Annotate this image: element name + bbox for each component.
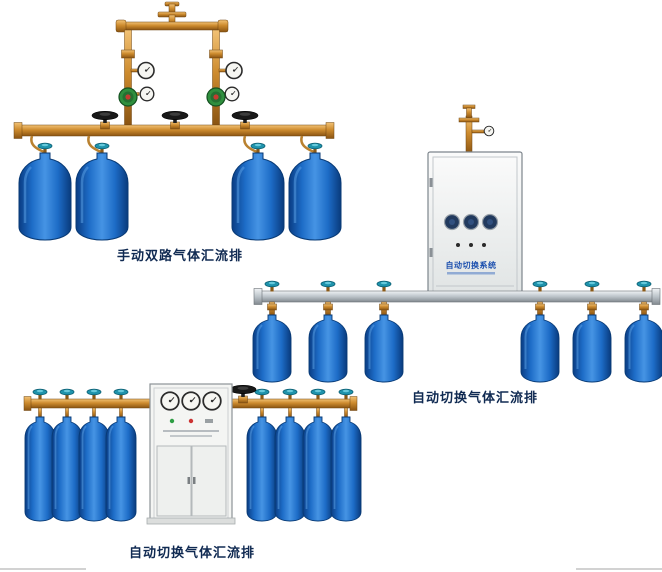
pipe-end-cap	[651, 288, 661, 305]
hinge	[429, 178, 433, 187]
gas-cylinder	[17, 151, 73, 242]
union-nut	[121, 49, 135, 59]
figure-manual-dual-manifold	[13, 1, 343, 242]
door-handle	[187, 477, 190, 484]
cabinet-base	[146, 517, 236, 525]
elbow-fitting	[115, 19, 127, 33]
pigtail-tubes	[30, 135, 315, 154]
header-pipe	[119, 21, 225, 31]
control-cabinet: 自动切换系统	[427, 151, 523, 299]
pipe-end-cap	[13, 122, 23, 139]
cylinder-valve-icon	[636, 280, 652, 292]
table-edge-fragment-right	[576, 568, 662, 570]
riser-pipe	[212, 29, 220, 126]
gas-cylinder	[274, 416, 306, 522]
figure-auto-switch-wall: 自动切换系统	[252, 104, 662, 383]
gas-cylinder	[78, 416, 110, 522]
label-line	[170, 435, 212, 437]
cylinder-valve-icon	[282, 388, 298, 400]
pressure-gauge	[483, 125, 495, 137]
cylinder-valve-icon	[264, 280, 280, 292]
pressure-regulator	[206, 87, 226, 107]
red-indicator	[188, 418, 194, 424]
gas-cylinder	[308, 314, 348, 383]
cylinder-valve-icon	[376, 280, 392, 292]
cylinder-valve-icon	[320, 280, 336, 292]
valve-bar	[458, 117, 480, 123]
cylinder-valve-icon	[113, 388, 129, 400]
cylinder-connections	[24, 388, 362, 522]
gas-cylinder	[302, 416, 334, 522]
gas-cylinder	[520, 314, 560, 383]
gauge-branch	[471, 129, 485, 134]
figure-auto-switch-floor	[23, 383, 362, 525]
cabinet-label: 自动切换系统	[446, 260, 497, 270]
cylinder-valve-icon	[86, 388, 102, 400]
cylinder-valve-icon	[250, 142, 266, 154]
pressure-regulator	[118, 87, 138, 107]
gas-cylinder	[105, 416, 137, 522]
riser-pipe	[124, 29, 132, 126]
cabinet-door	[191, 445, 227, 517]
manifold-pipe	[257, 290, 659, 303]
cabinet-sub-label-line	[447, 272, 495, 275]
pressure-gauge	[139, 86, 155, 102]
gas-cylinder	[246, 416, 278, 522]
union-nut	[209, 49, 223, 59]
pipe-end-cap	[349, 396, 358, 411]
pressure-gauge	[181, 391, 201, 411]
pipe-end-cap	[253, 288, 263, 305]
gas-cylinder	[364, 314, 404, 383]
cylinder-valve-icon	[37, 142, 53, 154]
cylinder-valve-icon	[32, 388, 48, 400]
elbow-fitting	[217, 19, 229, 33]
door-handle	[193, 477, 196, 484]
brass-fittings	[267, 301, 649, 316]
gas-cylinder	[24, 416, 56, 522]
pipe-end-cap	[325, 122, 335, 139]
cylinder-valve-icon	[307, 142, 323, 154]
top-tee-fitting	[157, 1, 187, 27]
pressure-gauge	[160, 391, 180, 411]
gas-cylinder	[572, 314, 612, 383]
gas-cylinder	[51, 416, 83, 522]
gas-cylinder	[74, 151, 130, 242]
cylinder-valve-icon	[59, 388, 75, 400]
cylinder-valve-icon	[254, 388, 270, 400]
cabinet-door	[156, 445, 192, 517]
caption-auto-switch-floor: 自动切换气体汇流排	[128, 545, 255, 560]
control-cabinet	[146, 383, 236, 525]
gas-cylinder	[230, 151, 286, 242]
gas-cylinder	[330, 416, 362, 522]
green-indicator	[169, 418, 175, 424]
cylinder-valve-icon	[310, 388, 326, 400]
hinge	[429, 248, 433, 257]
pressure-gauge	[202, 391, 222, 411]
indicator-lights	[456, 243, 486, 247]
label-line	[163, 430, 219, 432]
table-edge-fragment-left	[0, 568, 86, 570]
pressure-gauge	[225, 61, 243, 80]
cylinder-valve-icon	[532, 280, 548, 292]
caption-auto-switch-wall: 自动切换气体汇流排	[411, 390, 538, 405]
pressure-gauge	[137, 61, 155, 80]
cylinder-valve-icon	[94, 142, 110, 154]
caption-manual-dual-manifold: 手动双路气体汇流排	[116, 248, 243, 263]
pipe-stub	[466, 107, 472, 119]
gas-cylinder	[287, 151, 343, 242]
gas-cylinder	[624, 314, 662, 383]
pressure-gauge	[224, 86, 240, 102]
pipe-end-cap	[23, 396, 32, 411]
gas-cylinder	[252, 314, 292, 383]
cabinet-gauges	[443, 213, 499, 231]
cylinder-connections	[252, 280, 662, 383]
switch	[205, 419, 213, 423]
cylinder-valve-icon	[584, 280, 600, 292]
